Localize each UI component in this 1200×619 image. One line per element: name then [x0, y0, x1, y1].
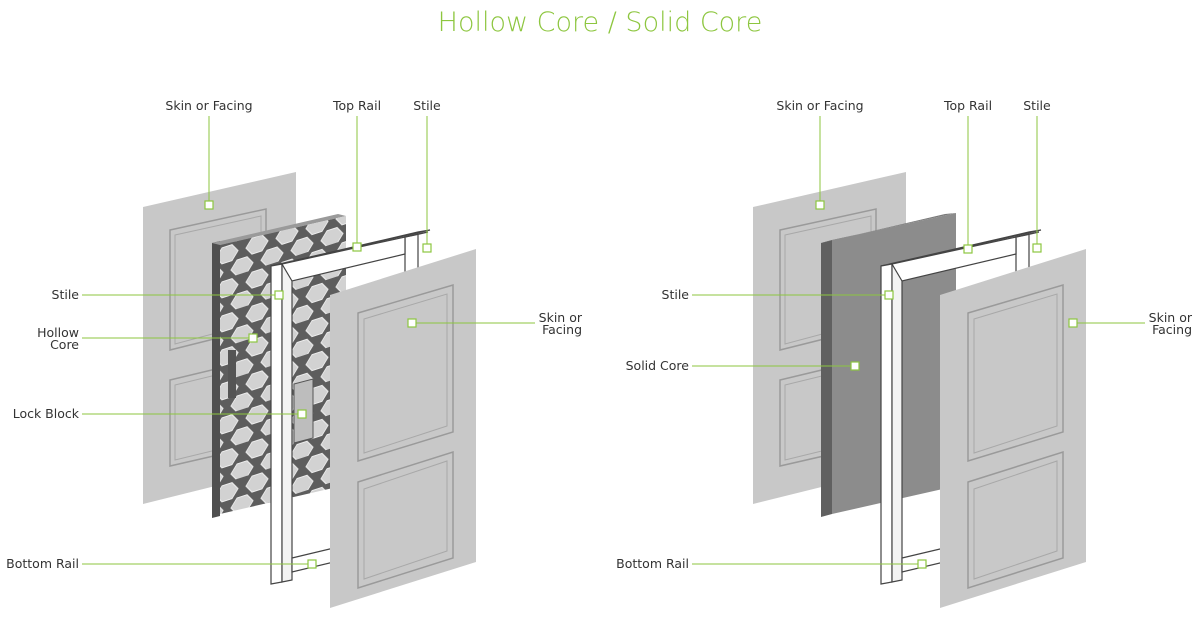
marker-hollow-bottom-rail — [307, 559, 317, 569]
marker-hollow-skin-front — [407, 318, 417, 328]
marker-solid-core — [850, 361, 860, 371]
marker-solid-stile-left — [884, 290, 894, 300]
hollow-front-skin — [330, 249, 476, 608]
marker-hollow-lock-block — [297, 409, 307, 419]
marker-solid-top-rail — [963, 244, 973, 254]
diagram-title: Hollow Core / Solid Core — [438, 7, 763, 38]
marker-solid-skin-front — [1068, 318, 1078, 328]
label-solid-bottom-rail: Bottom Rail — [616, 556, 689, 571]
marker-hollow-core — [248, 333, 258, 343]
label-hollow-stile-left: Stile — [52, 287, 80, 302]
marker-hollow-stile-left — [274, 290, 284, 300]
label-solid-core: Solid Core — [626, 358, 690, 373]
hollow-callout-markers — [204, 200, 432, 569]
marker-solid-stile-top — [1032, 243, 1042, 253]
marker-hollow-skin-back — [204, 200, 214, 210]
marker-hollow-stile-top — [422, 243, 432, 253]
label-hollow-lock-block: Lock Block — [13, 406, 80, 421]
label-solid-skin-front-line1: Skin or — [1149, 310, 1193, 325]
label-hollow-bottom-rail: Bottom Rail — [6, 556, 79, 571]
label-hollow-skin-front-line2: Facing — [542, 322, 582, 337]
label-hollow-core-line1: Hollow — [37, 325, 79, 340]
label-solid-skin-front-line2: Facing — [1152, 322, 1192, 337]
label-solid-stile-top: Stile — [1023, 98, 1051, 113]
solid-callouts — [692, 116, 1145, 565]
solid-callout-markers — [815, 200, 1078, 569]
marker-solid-bottom-rail — [917, 559, 927, 569]
hollow-callouts — [82, 116, 535, 565]
label-hollow-skin-front-line1: Skin or — [539, 310, 583, 325]
label-solid-top-rail: Top Rail — [943, 98, 992, 113]
solid-front-skin — [940, 249, 1086, 608]
marker-hollow-top-rail — [352, 242, 362, 252]
marker-solid-skin-back — [815, 200, 825, 210]
label-solid-skin-back: Skin or Facing — [776, 98, 863, 113]
label-hollow-stile-top: Stile — [413, 98, 441, 113]
label-solid-stile-left: Stile — [662, 287, 690, 302]
solid-core-assembly: Skin or Facing Top Rail Stile Stile Soli… — [616, 98, 1193, 608]
label-hollow-core-line2: Core — [50, 337, 79, 352]
label-hollow-top-rail: Top Rail — [332, 98, 381, 113]
label-hollow-skin-back: Skin or Facing — [165, 98, 252, 113]
hollow-core-assembly: Skin or Facing Top Rail Stile Stile Holl… — [6, 98, 583, 608]
